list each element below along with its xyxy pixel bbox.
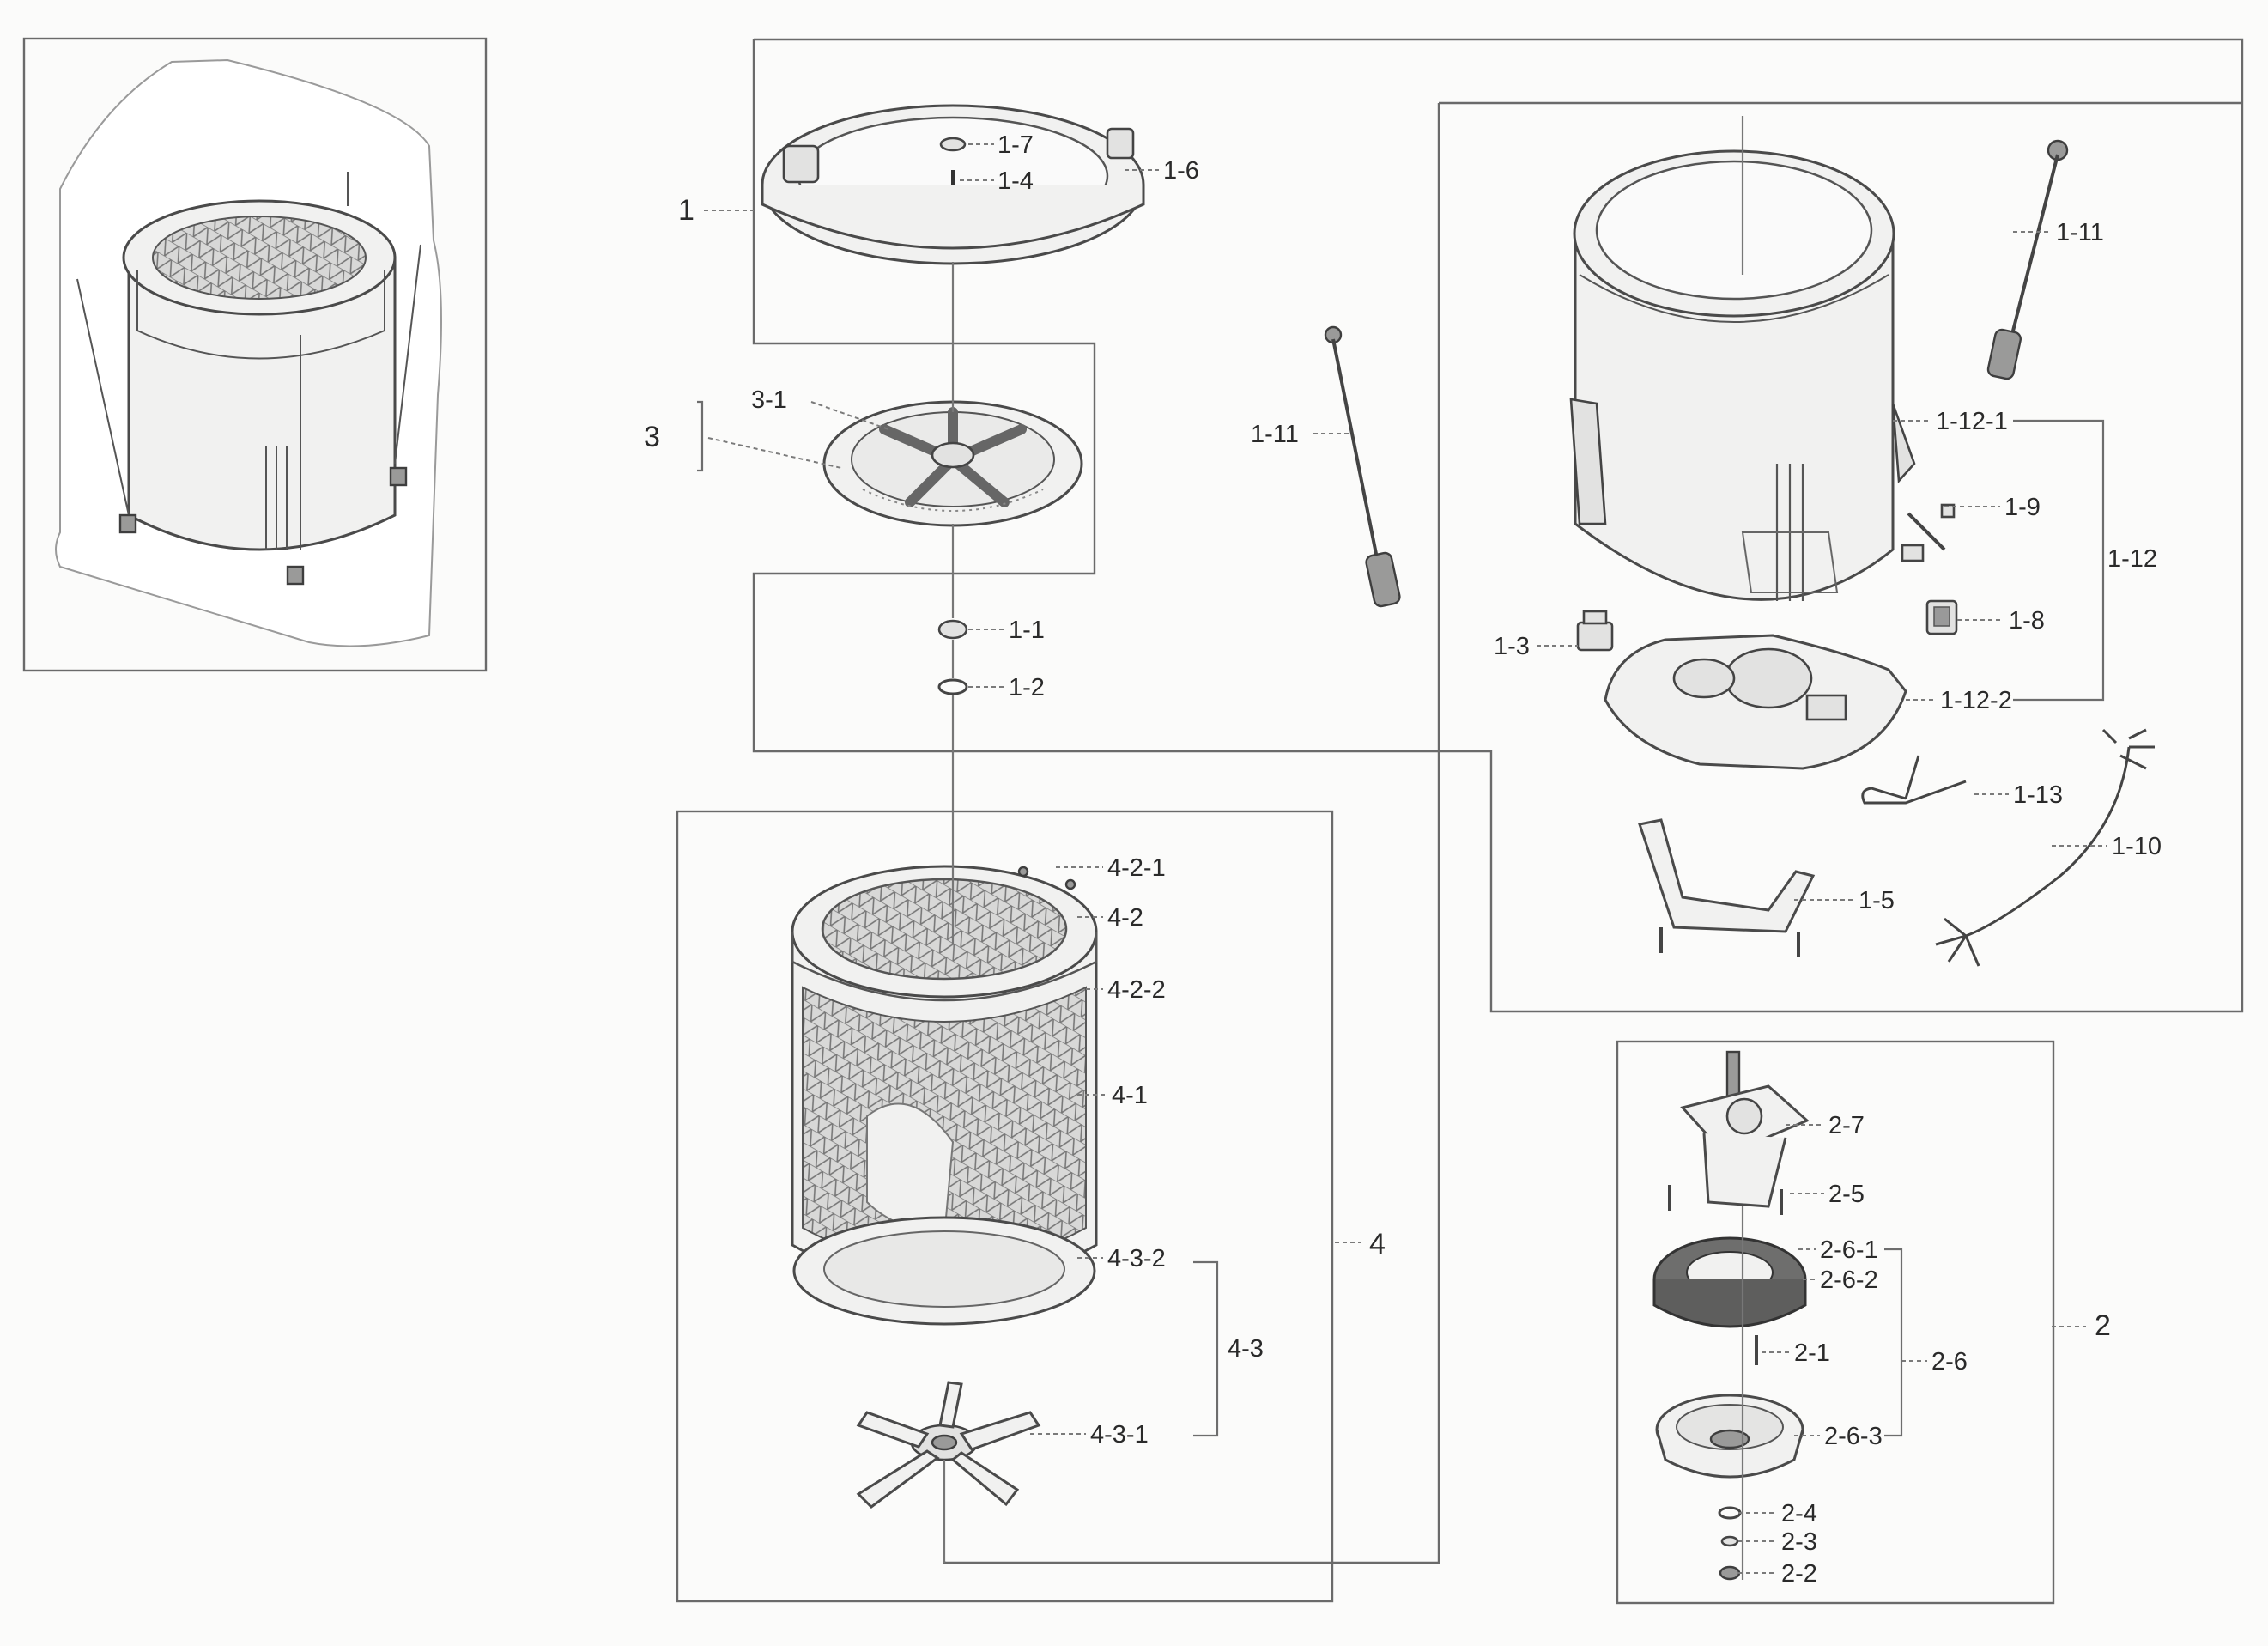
callout-1-1: 1-1: [1009, 616, 1045, 644]
wire-harness-1-10: [1935, 728, 2155, 967]
callout-3-1: 3-1: [751, 386, 787, 414]
callout-2-4: 2-4: [1781, 1500, 1817, 1528]
callout-2-1: 2-1: [1794, 1339, 1830, 1367]
callout-4: 4: [1369, 1228, 1386, 1260]
callout-1-7: 1-7: [998, 131, 1034, 159]
sensor-1-9: [1901, 503, 1956, 562]
washer-1-2: [937, 678, 968, 695]
motor-fasteners-2-2-to-2-4: [1718, 1506, 1742, 1581]
callout-1-12-2: 1-12-2: [1940, 687, 2012, 714]
bolts-2-5: [1668, 1185, 1783, 1215]
bearing-housing-2-7: [1680, 1050, 1810, 1208]
callout-1-4: 1-4: [998, 167, 1034, 195]
callout-1-2: 1-2: [1009, 674, 1045, 702]
callout-2-3: 2-3: [1781, 1528, 1817, 1556]
callout-2: 2: [2095, 1309, 2111, 1342]
callout-4-2-2: 4-2-2: [1107, 976, 1166, 1004]
pulsator-3: [822, 400, 1083, 527]
callout-2-6-2: 2-6-2: [1820, 1266, 1878, 1294]
nut-1-1: [937, 619, 968, 640]
callout-2-7: 2-7: [1828, 1112, 1865, 1139]
tub-bottom-1-12-2: [1604, 634, 1907, 770]
flange-shaft-4-3-1: [856, 1381, 1041, 1520]
stator-2-6-1: [1652, 1236, 1807, 1328]
cap-1-7: [939, 137, 967, 152]
callout-4-3-1: 4-3-1: [1090, 1421, 1149, 1449]
callout-1-3: 1-3: [1494, 633, 1530, 660]
callout-labels: 1 1-7 1-4 1-6 3-1 3 1-1 1-2 1-11 1-11 1-…: [644, 131, 2162, 1588]
callout-1-9: 1-9: [2004, 494, 2041, 521]
callout-4-1: 4-1: [1112, 1082, 1148, 1109]
callout-4-2-1: 4-2-1: [1107, 854, 1166, 882]
suspension-rod-1-11-left: [1324, 325, 1401, 608]
callout-1-8: 1-8: [2009, 607, 2045, 635]
clamp-1-13: [1861, 755, 1967, 805]
bracket-1-5: [1638, 818, 1816, 957]
callout-1-12-1: 1-12-1: [1936, 408, 2008, 435]
callout-1-11-left: 1-11: [1251, 421, 1299, 448]
flange-cover-4-3-2: [792, 1216, 1096, 1326]
callout-1-6: 1-6: [1163, 157, 1199, 185]
hall-sensor-1-3: [1576, 610, 1614, 652]
callout-4-3-2: 4-3-2: [1107, 1245, 1166, 1272]
callout-2-6: 2-6: [1931, 1348, 1968, 1376]
overview-inset: [22, 37, 488, 672]
group-braces: [697, 400, 2105, 1437]
balancer-4-2: [791, 865, 1098, 1002]
spin-basket-4-1: [791, 930, 1098, 1290]
outer-tub-1-12-1: [1569, 149, 1916, 601]
rotor-2-6-3: [1655, 1394, 1804, 1479]
callout-2-2: 2-2: [1781, 1560, 1817, 1588]
callout-4-2: 4-2: [1107, 904, 1143, 932]
callout-1-13: 1-13: [2013, 781, 2063, 809]
callout-1-11-right: 1-11: [2056, 219, 2104, 246]
leader-lines: [704, 143, 2107, 1574]
assembly-axes: [943, 116, 1744, 1580]
callout-1-12: 1-12: [2107, 545, 2157, 573]
filter-1-8: [1925, 599, 1958, 635]
callout-1-5: 1-5: [1859, 887, 1895, 914]
callout-1: 1: [678, 194, 694, 227]
callout-2-5: 2-5: [1828, 1181, 1865, 1208]
callout-4-3: 4-3: [1228, 1335, 1264, 1363]
callout-3: 3: [644, 421, 660, 453]
group-frames: [676, 38, 2244, 1605]
suspension-rod-1-11-right: [1986, 139, 2069, 380]
callout-2-6-1: 2-6-1: [1820, 1236, 1878, 1264]
callout-1-10: 1-10: [2112, 833, 2162, 860]
callout-2-6-3: 2-6-3: [1824, 1423, 1883, 1450]
